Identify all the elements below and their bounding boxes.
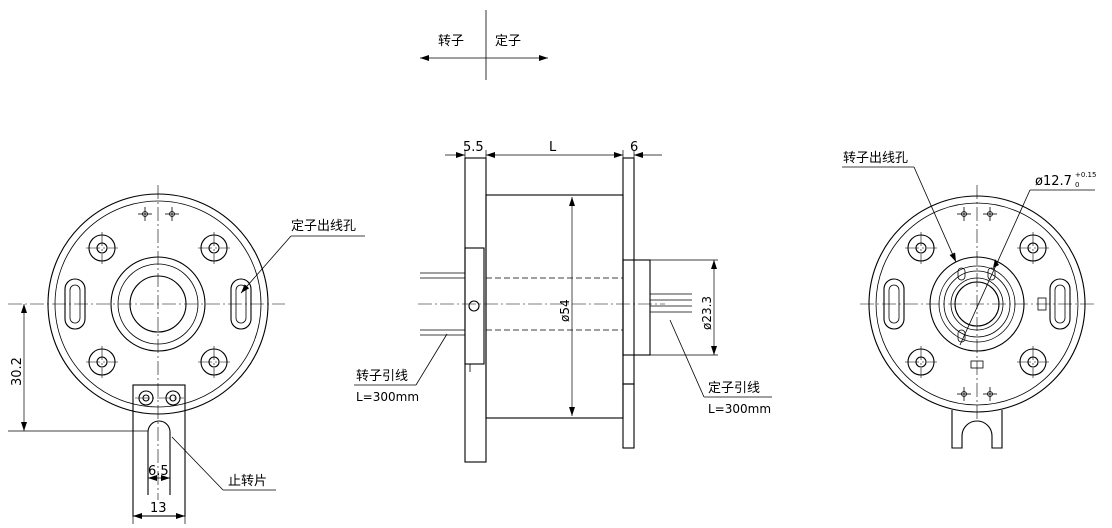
dim-d12-7-tol-upper: +0.15 <box>1075 171 1096 179</box>
right-bore <box>954 281 1000 327</box>
rotor-lead-length: L=300mm <box>356 390 419 404</box>
right-slot-ring-inner <box>950 277 1004 331</box>
right-slot <box>1049 278 1071 330</box>
dim-30-2: 30.2 <box>8 304 148 432</box>
dim-d12-7: ø12.7 +0.15 0 <box>959 171 1096 346</box>
right-stop-tab <box>951 410 1003 449</box>
dim-6-text: 6 <box>630 140 638 155</box>
left-mount-hole <box>198 232 230 264</box>
right-side-nub <box>1037 297 1047 311</box>
stop-tab-leader: 止转片 <box>171 436 276 491</box>
side-flange <box>464 157 487 463</box>
right-end-view: ø12.7 +0.15 0 转子出线孔 <box>842 151 1096 449</box>
rotor-leads <box>420 272 465 336</box>
left-hub-ring <box>117 263 199 345</box>
right-mount-hole <box>1017 232 1049 264</box>
stator-hole-leader: 定子出线孔 <box>240 219 365 294</box>
legend-rotor-label: 转子 <box>438 34 464 49</box>
stop-tab <box>132 384 186 517</box>
stop-tab-label: 止转片 <box>228 474 267 489</box>
dim-13: 13 <box>132 501 186 524</box>
dim-30-2-text: 30.2 <box>10 357 25 386</box>
dim-d54: ø54 <box>558 197 575 416</box>
right-flange-outer <box>868 195 1086 413</box>
right-screw-mark <box>983 387 997 401</box>
dim-L-text: L <box>549 140 557 155</box>
left-bore <box>129 275 187 333</box>
right-slot-ring-outer <box>943 270 1011 338</box>
stator-lead-length: L=300mm <box>708 402 771 416</box>
side-view: 5.5 L 6 ø54 ø23.3 转子引线 <box>354 140 772 463</box>
dim-L: L <box>485 140 624 195</box>
dim-6-5-text: 6.5 <box>148 464 169 479</box>
dim-d54-text: ø54 <box>558 299 572 322</box>
side-rear-hub <box>622 259 651 356</box>
dim-5-5: 5.5 <box>445 140 484 158</box>
left-mount-hole <box>198 346 230 378</box>
rotor-lead-leader: 转子引线 L=300mm <box>354 333 448 404</box>
dim-6: 6 <box>630 140 662 158</box>
right-screw-mark <box>983 207 997 221</box>
side-rear-plate <box>622 157 635 385</box>
dim-d23-3: ø23.3 <box>650 259 718 356</box>
side-body <box>485 194 624 419</box>
left-end-view: 30.2 6.5 13 定子出线孔 止转片 <box>8 185 365 524</box>
right-screw-mark <box>957 207 971 221</box>
right-mount-hole <box>905 232 937 264</box>
rotor-lead-label: 转子引线 <box>356 369 408 384</box>
stator-lead-leader: 定子引线 L=300mm <box>669 319 772 416</box>
right-slot <box>883 278 905 330</box>
left-mount-hole <box>86 232 118 264</box>
left-screw-mark <box>165 207 179 221</box>
rotor-hole-label: 转子出线孔 <box>843 151 908 166</box>
right-hub-ring <box>938 265 1016 343</box>
left-hub-outer <box>110 256 206 352</box>
left-mount-hole <box>86 346 118 378</box>
rotor-hole-leader: 转子出线孔 <box>842 151 957 263</box>
legend-stator-label: 定子 <box>495 34 521 49</box>
dim-d23-3-text: ø23.3 <box>700 296 714 330</box>
right-hub-outer <box>929 256 1025 352</box>
right-flange-inner <box>875 202 1079 406</box>
left-flange-outer <box>47 193 269 415</box>
dim-13-text: 13 <box>150 501 167 516</box>
dim-6-5: 6.5 <box>148 464 170 481</box>
side-stop-tab <box>622 383 635 449</box>
right-mount-hole <box>1017 346 1049 378</box>
dim-d12-7-text: ø12.7 <box>1035 174 1072 189</box>
stator-hole-label-left: 定子出线孔 <box>291 219 356 234</box>
side-front-hub <box>464 247 485 365</box>
stator-lead-label: 定子引线 <box>708 381 760 396</box>
left-flange-inner <box>54 200 262 408</box>
right-mount-hole <box>905 346 937 378</box>
dim-d12-7-tol-lower: 0 <box>1075 181 1079 189</box>
right-screw-mark <box>957 387 971 401</box>
left-screw-mark <box>138 207 152 221</box>
side-set-screw <box>468 300 480 312</box>
dim-5-5-text: 5.5 <box>463 140 484 155</box>
right-bottom-nub <box>970 360 984 369</box>
left-slot <box>64 278 86 330</box>
stator-leads <box>650 293 692 313</box>
rotor-stator-legend: 转子 定子 <box>420 10 548 80</box>
